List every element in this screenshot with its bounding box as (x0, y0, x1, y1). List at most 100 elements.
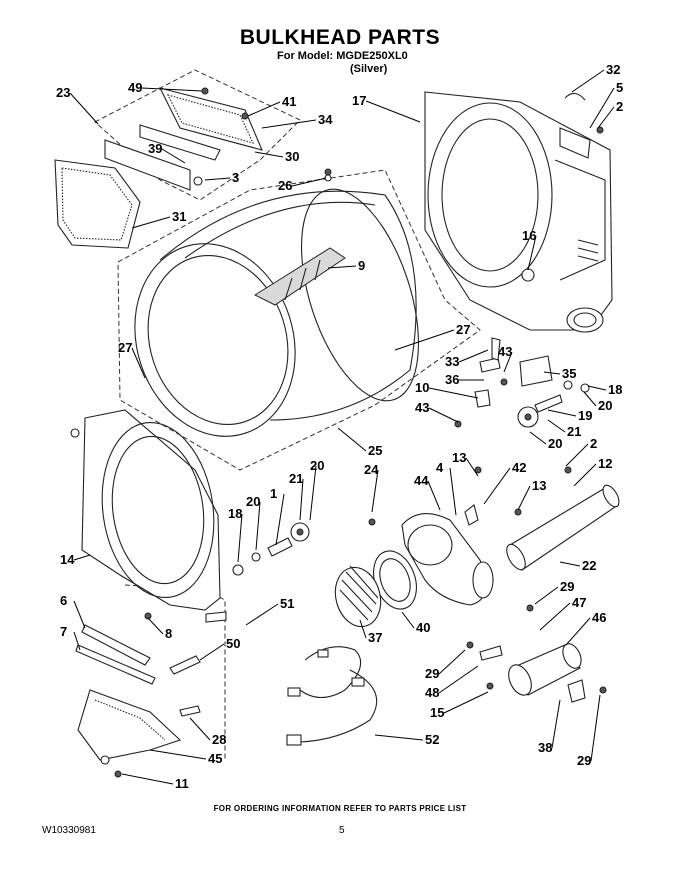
burner-tube (508, 643, 586, 703)
leader-line (583, 391, 597, 407)
page-title: BULKHEAD PARTS (239, 26, 441, 49)
leader-line (299, 478, 304, 521)
callout-number: 22 (582, 558, 596, 573)
leader-line (309, 465, 317, 521)
callout-number: 24 (364, 462, 379, 477)
callout-number: 32 (606, 62, 620, 77)
callout-number: 30 (285, 149, 299, 164)
model-number: For Model: MGDE250XL0 (277, 50, 408, 62)
callout-number: 28 (212, 732, 226, 747)
leader-line (359, 619, 367, 639)
leader-line (438, 665, 479, 694)
lint-filter-group-outline (94, 69, 301, 201)
parts-artwork (54, 69, 620, 778)
callout-number: 16 (522, 228, 536, 243)
callout-number: 42 (512, 460, 526, 475)
leader-line (141, 87, 203, 92)
callout-number: 2 (590, 436, 597, 451)
leader-line (547, 419, 566, 433)
leader-line (589, 87, 615, 129)
wire-harness (286, 646, 378, 746)
callout-number: 15 (430, 705, 444, 720)
callout-number: 27 (118, 340, 132, 355)
support-roller-left (232, 522, 310, 576)
leader-line (565, 617, 591, 646)
callout-number: 18 (608, 382, 622, 397)
callout-number: 46 (592, 610, 606, 625)
callout-number: 36 (445, 372, 459, 387)
exhaust-duct (506, 484, 620, 571)
leader-line (327, 265, 357, 269)
callout-number: 43 (498, 344, 512, 359)
callout-number: 12 (598, 456, 612, 471)
leader-line (465, 457, 479, 477)
leader-line (161, 148, 186, 164)
callout-number: 7 (60, 624, 67, 639)
leader-line (401, 611, 415, 629)
callout-number: 19 (578, 408, 592, 423)
leader-line (275, 493, 285, 546)
leader-line (483, 467, 511, 505)
leader-line (337, 427, 367, 452)
leader-line (131, 347, 146, 379)
callout-number: 43 (415, 400, 429, 415)
leader-line (547, 409, 577, 417)
leader-line (245, 603, 279, 626)
support-roller-right (474, 337, 590, 428)
page-number: 5 (339, 825, 345, 836)
callout-number: 13 (532, 478, 546, 493)
leader-line (571, 69, 605, 93)
callout-number: 48 (425, 685, 439, 700)
leader-line (121, 773, 174, 785)
callout-number: 50 (226, 636, 240, 651)
callout-number: 29 (577, 753, 591, 768)
leader-line (551, 699, 561, 749)
leader-line (255, 501, 261, 551)
lint-housing (104, 87, 263, 191)
callout-labels: 4941342339303312617325216927273343353618… (56, 62, 623, 791)
leader-line (534, 586, 559, 605)
callout-number: 25 (368, 443, 382, 458)
callout-number: 38 (538, 740, 552, 755)
leader-line (371, 469, 379, 513)
callout-number: 11 (175, 776, 189, 791)
callout-number: 26 (278, 178, 292, 193)
leader-line (517, 485, 531, 511)
leader-line (365, 100, 421, 123)
callout-number: 47 (572, 595, 586, 610)
leader-line (247, 101, 281, 117)
document-number: W10330981 (42, 825, 96, 836)
leader-line (458, 349, 489, 363)
callout-number: 40 (416, 620, 430, 635)
leader-line (587, 385, 607, 391)
callout-number: 21 (289, 471, 303, 486)
leader-line (565, 443, 589, 467)
leader-line (254, 151, 284, 158)
leader-line (204, 177, 231, 181)
callout-number: 45 (208, 751, 222, 766)
callout-number: 23 (56, 85, 70, 100)
drum-group-outline (117, 169, 481, 471)
leader-line (543, 371, 561, 375)
leader-line (428, 387, 479, 399)
callout-number: 20 (246, 494, 260, 509)
leader-line (237, 513, 243, 563)
leader-line (149, 749, 207, 760)
leader-line (291, 177, 327, 187)
leader-line (147, 617, 164, 635)
leader-line (394, 329, 455, 351)
callout-number: 9 (358, 258, 365, 273)
leader-line (449, 467, 457, 516)
leader-line (443, 691, 489, 714)
rear-bulkhead (424, 91, 613, 333)
callout-number: 8 (165, 626, 172, 641)
leader-line (527, 235, 537, 271)
front-duct (77, 689, 182, 765)
callout-number: 27 (456, 322, 470, 337)
callout-number: 34 (318, 112, 333, 127)
leader-line (69, 92, 99, 125)
callout-number: 33 (445, 354, 459, 369)
leader-line (73, 631, 81, 651)
callout-number: 4 (436, 460, 444, 475)
